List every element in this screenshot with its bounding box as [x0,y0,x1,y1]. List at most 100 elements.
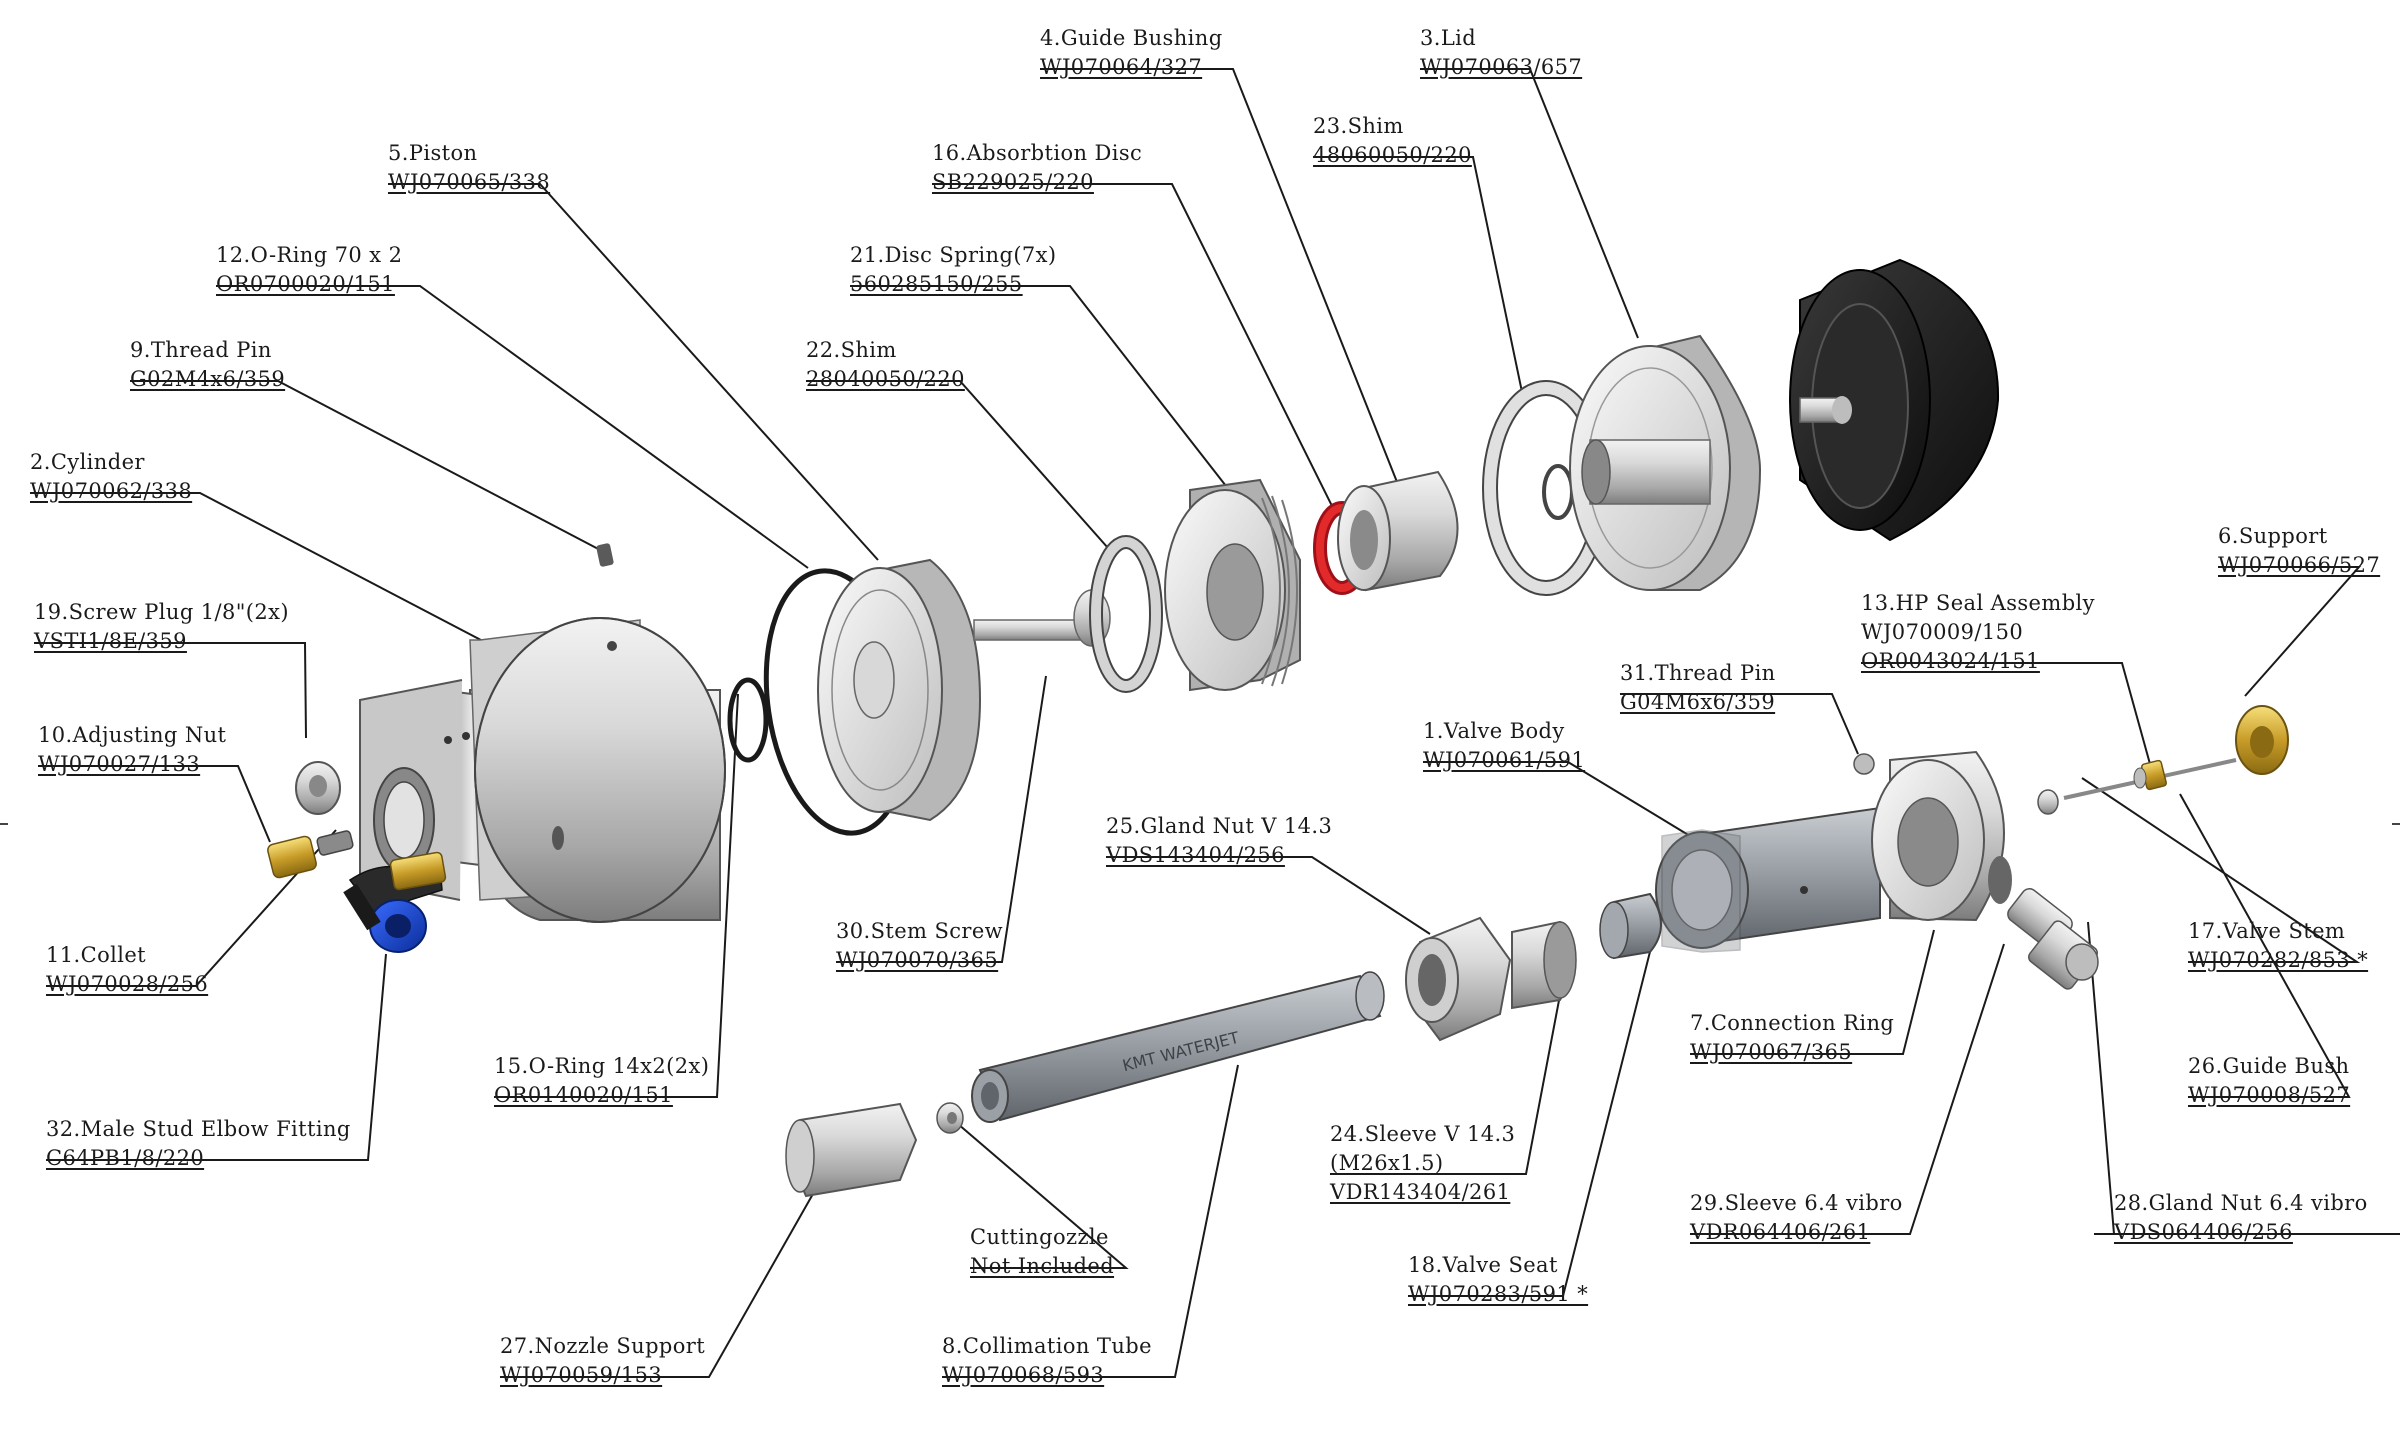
guide-bushing-4 [1337,470,1459,592]
callout-part-number: WJ070066/527 [2218,553,2381,577]
callout-part-number-alt: WJ070009/150 [1861,620,2024,644]
callout-male-stud-elbow: 32.Male Stud Elbow Fitting C64PB1/8/220 [46,1115,351,1173]
callout-name: 32.Male Stud Elbow Fitting [46,1117,351,1141]
callout-part-number: WJ070065/338 [388,170,551,194]
callout-absorbtion-disc: 16.Absorbtion Disc SB229025/220 [932,139,1142,197]
gland-nut-28 [2007,888,2099,990]
callout-part-number: VDR143404/261 [1330,1180,1511,1204]
callout-name: 24.Sleeve V 14.3 [1330,1122,1516,1146]
callout-part-number: VSTI1/8E/359 [34,629,187,653]
valve-body-1 [1655,806,1881,953]
callout-name: 21.Disc Spring(7x) [850,243,1057,267]
callout-name: 4.Guide Bushing [1040,26,1223,50]
callout-name: 25.Gland Nut V 14.3 [1106,814,1333,838]
callout-name: 11.Collet [46,943,147,967]
callout-gland-nut-v14: 25.Gland Nut V 14.3 VDS143404/256 [1106,812,1332,870]
adjusting-nut-10 [267,835,317,879]
callout-part-number: OR0700020/151 [216,272,395,296]
callout-part-number: WJ070028/256 [46,972,209,996]
callout-name: 3.Lid [1420,26,1477,50]
callout-name: 22.Shim [806,338,897,362]
callout-nozzle-support: 27.Nozzle Support WJ070059/153 [500,1332,705,1390]
thread-pin-31 [1853,753,1875,775]
piston-5 [817,558,1111,822]
callout-piston: 5.Piston WJ070065/338 [388,139,550,197]
callout-name: 19.Screw Plug 1/8"(2x) [34,600,289,624]
callout-name: 10.Adjusting Nut [38,723,227,747]
callout-name: 8.Collimation Tube [942,1334,1152,1358]
callout-name: 18.Valve Seat [1408,1253,1558,1277]
sleeve-24 [1511,920,1577,1010]
callout-shim-22: 22.Shim 28040050/220 [806,336,965,394]
callout-name: 6.Support [2218,524,2328,548]
callout-name: 29.Sleeve 6.4 vibro [1690,1191,1903,1215]
callout-valve-body: 1.Valve Body WJ070061/591 [1423,717,1585,775]
nozzle-support-27 [785,1102,918,1198]
callout-cylinder: 2.Cylinder WJ070062/338 [30,448,192,506]
callout-guide-bush: 26.Guide Bush WJ070008/527 [2188,1052,2350,1110]
callout-sleeve-v14: 24.Sleeve V 14.3 (M26x1.5) VDR143404/261 [1330,1120,1515,1207]
callout-name: 2.Cylinder [30,450,145,474]
callout-part-number: VDS064406/256 [2114,1220,2293,1244]
callout-disc-spring: 21.Disc Spring(7x) 560285150/255 [850,241,1057,299]
callout-name: 12.O-Ring 70 x 2 [216,243,403,267]
cutting-nozzle [936,1102,964,1134]
disc-spring-stack-21 [1164,478,1301,692]
collimation-tube-8 [971,971,1385,1123]
callout-part-number: WJ070282/853 * [2188,948,2369,972]
callout-name: 7.Connection Ring [1690,1011,1895,1035]
callout-valve-seat: 18.Valve Seat WJ070283/591 * [1408,1251,1588,1309]
callout-guide-bushing: 4.Guide Bushing WJ070064/327 [1040,24,1223,82]
end-cap [1789,258,2000,542]
callout-part-number-alt: (M26x1.5) [1330,1151,1444,1175]
callout-part-number: C64PB1/8/220 [46,1146,205,1170]
callout-part-number: WJ070059/153 [500,1363,663,1387]
leader-lines [30,68,2400,1378]
callout-screw-plug: 19.Screw Plug 1/8"(2x) VSTI1/8E/359 [34,598,289,656]
hp-seal-assembly-13 [2133,759,2167,791]
callout-name: 13.HP Seal Assembly [1861,591,2095,615]
callout-name: 26.Guide Bush [2188,1054,2350,1078]
callout-name: 9.Thread Pin [130,338,272,362]
support-6 [2235,705,2289,775]
callout-shim-23: 23.Shim 48060050/220 [1313,112,1472,170]
callout-part-number: WJ070070/365 [836,948,999,972]
connection-ring-7 [1871,750,2012,922]
callout-valve-stem: 17.Valve Stem WJ070282/853 * [2188,917,2368,975]
callout-part-number: SB229025/220 [932,170,1094,194]
cylinder-2 [359,617,726,923]
callout-name: 27.Nozzle Support [500,1334,706,1358]
shim-22 [1089,535,1163,693]
callout-stem-screw: 30.Stem Screw WJ070070/365 [836,917,1003,975]
callout-name: 5.Piston [388,141,478,165]
callout-name: 1.Valve Body [1423,719,1565,743]
gland-nut-25 [1405,916,1512,1042]
callout-hp-seal-assembly: 13.HP Seal Assembly WJ070009/150 OR00430… [1861,589,2095,676]
callout-collet: 11.Collet WJ070028/256 [46,941,208,999]
callout-part-number: WJ070064/327 [1040,55,1203,79]
callout-part-number: WJ070063/657 [1420,55,1583,79]
screw-plug-19 [295,761,341,815]
callout-part-number: WJ070062/338 [30,479,193,503]
callout-part-number: WJ070061/591 [1423,748,1586,772]
elbow-fitting-32 [343,851,447,953]
callout-part-number: G04M6x6/359 [1620,690,1776,714]
collet-11 [316,830,354,856]
callout-name: 23.Shim [1313,114,1404,138]
callout-part-number: Not Included [970,1254,1115,1278]
callout-part-number: VDS143404/256 [1106,843,1285,867]
callout-part-number: 28040050/220 [806,367,965,391]
callout-gland-nut-6-4: 28.Gland Nut 6.4 vibro VDS064406/256 [2114,1189,2368,1247]
callout-part-number: G02M4x6/359 [130,367,286,391]
callout-part-number: 48060050/220 [1313,143,1472,167]
callout-name: 31.Thread Pin [1620,661,1776,685]
callout-lid: 3.Lid WJ070063/657 [1420,24,1582,82]
callout-cutting-nozzle: Cuttingozzle Not Included [970,1223,1114,1281]
callout-connection-ring: 7.Connection Ring WJ070067/365 [1690,1009,1894,1067]
callout-name: Cuttingozzle [970,1225,1109,1249]
thread-pin-9 [596,543,614,567]
callout-support: 6.Support WJ070066/527 [2218,522,2380,580]
callout-collimation-tube: 8.Collimation Tube WJ070068/593 [942,1332,1152,1390]
